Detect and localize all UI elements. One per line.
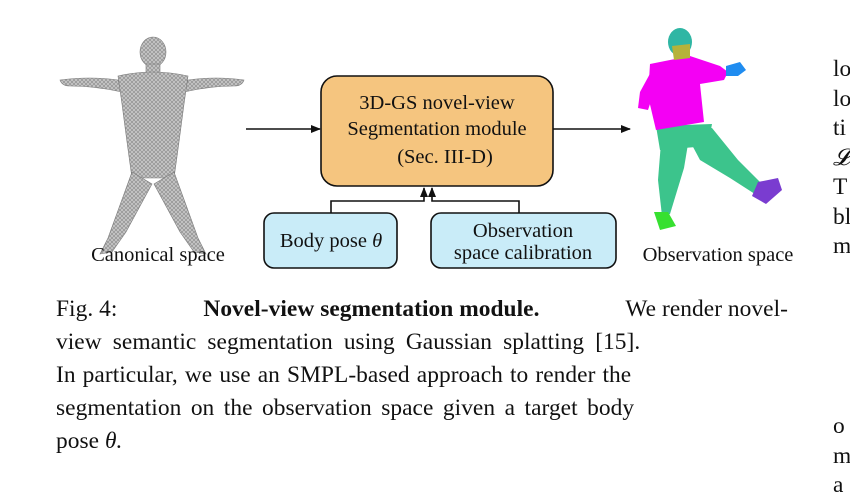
- right-col-line: o: [833, 413, 845, 439]
- body-pose-label: Body pose θ: [280, 230, 382, 252]
- caption-line-5-text: pose: [56, 428, 100, 454]
- caption-line-4: segmentation on the observation space gi…: [56, 392, 788, 425]
- right-column-top: lo lo ti 𝓛 T bl m: [833, 55, 850, 262]
- observation-space-label: Observation space: [643, 244, 794, 266]
- caption-bold-title: Novel-view segmentation module.: [203, 296, 540, 322]
- input-connectors: [330, 187, 520, 213]
- caption-line-1-rest: We render novel-: [625, 296, 788, 322]
- caption-line-4-text: segmentation on the observation space gi…: [56, 395, 635, 421]
- right-col-line: lo: [833, 85, 850, 112]
- figure-caption: Fig. 4: Novel-view segmentation module. …: [56, 293, 788, 458]
- canonical-mesh-figure: [59, 36, 245, 255]
- right-col-line: ti: [833, 115, 846, 141]
- right-col-line: lo: [833, 56, 850, 82]
- right-col-line: bl: [833, 203, 850, 230]
- module-line-1: 3D-GS novel-view: [359, 92, 515, 114]
- calibration-line-1: Observation: [473, 220, 573, 242]
- caption-line-1: Fig. 4: Novel-view segmentation module. …: [56, 293, 788, 326]
- segmentation-module-box: [320, 75, 554, 187]
- calibration-line-2: space calibration: [454, 242, 592, 264]
- canonical-space-label: Canonical space: [91, 244, 225, 266]
- body-pose-text: Body pose: [280, 230, 367, 252]
- caption-line-5-symbol: θ.: [104, 428, 123, 454]
- caption-line-3-text: In particular, we use an SMPL-based appr…: [56, 362, 632, 388]
- caption-line-3: In particular, we use an SMPL-based appr…: [56, 359, 788, 392]
- theta-symbol: θ: [372, 230, 382, 252]
- observation-segmented-figure: [638, 28, 782, 230]
- right-col-line: m: [833, 442, 850, 469]
- body-pose-box: [263, 212, 398, 269]
- right-col-line: T: [833, 174, 848, 200]
- calibration-box: [430, 212, 617, 269]
- right-col-line: m: [833, 233, 850, 259]
- caption-line-2-text: view semantic segmentation using Gaussia…: [56, 329, 641, 355]
- caption-line-2: view semantic segmentation using Gaussia…: [56, 326, 788, 359]
- caption-line-5: pose θ.: [56, 425, 788, 458]
- right-col-line: a: [833, 472, 844, 498]
- figure-4: 3D-GS novel-view Segmentation module (Se…: [59, 28, 794, 269]
- caption-fig-label: Fig. 4:: [56, 296, 118, 322]
- module-line-3: (Sec. III-D): [397, 146, 493, 168]
- right-col-line: 𝓛: [833, 144, 850, 171]
- right-column-bottom: o m a: [833, 412, 850, 501]
- module-line-2: Segmentation module: [347, 118, 526, 140]
